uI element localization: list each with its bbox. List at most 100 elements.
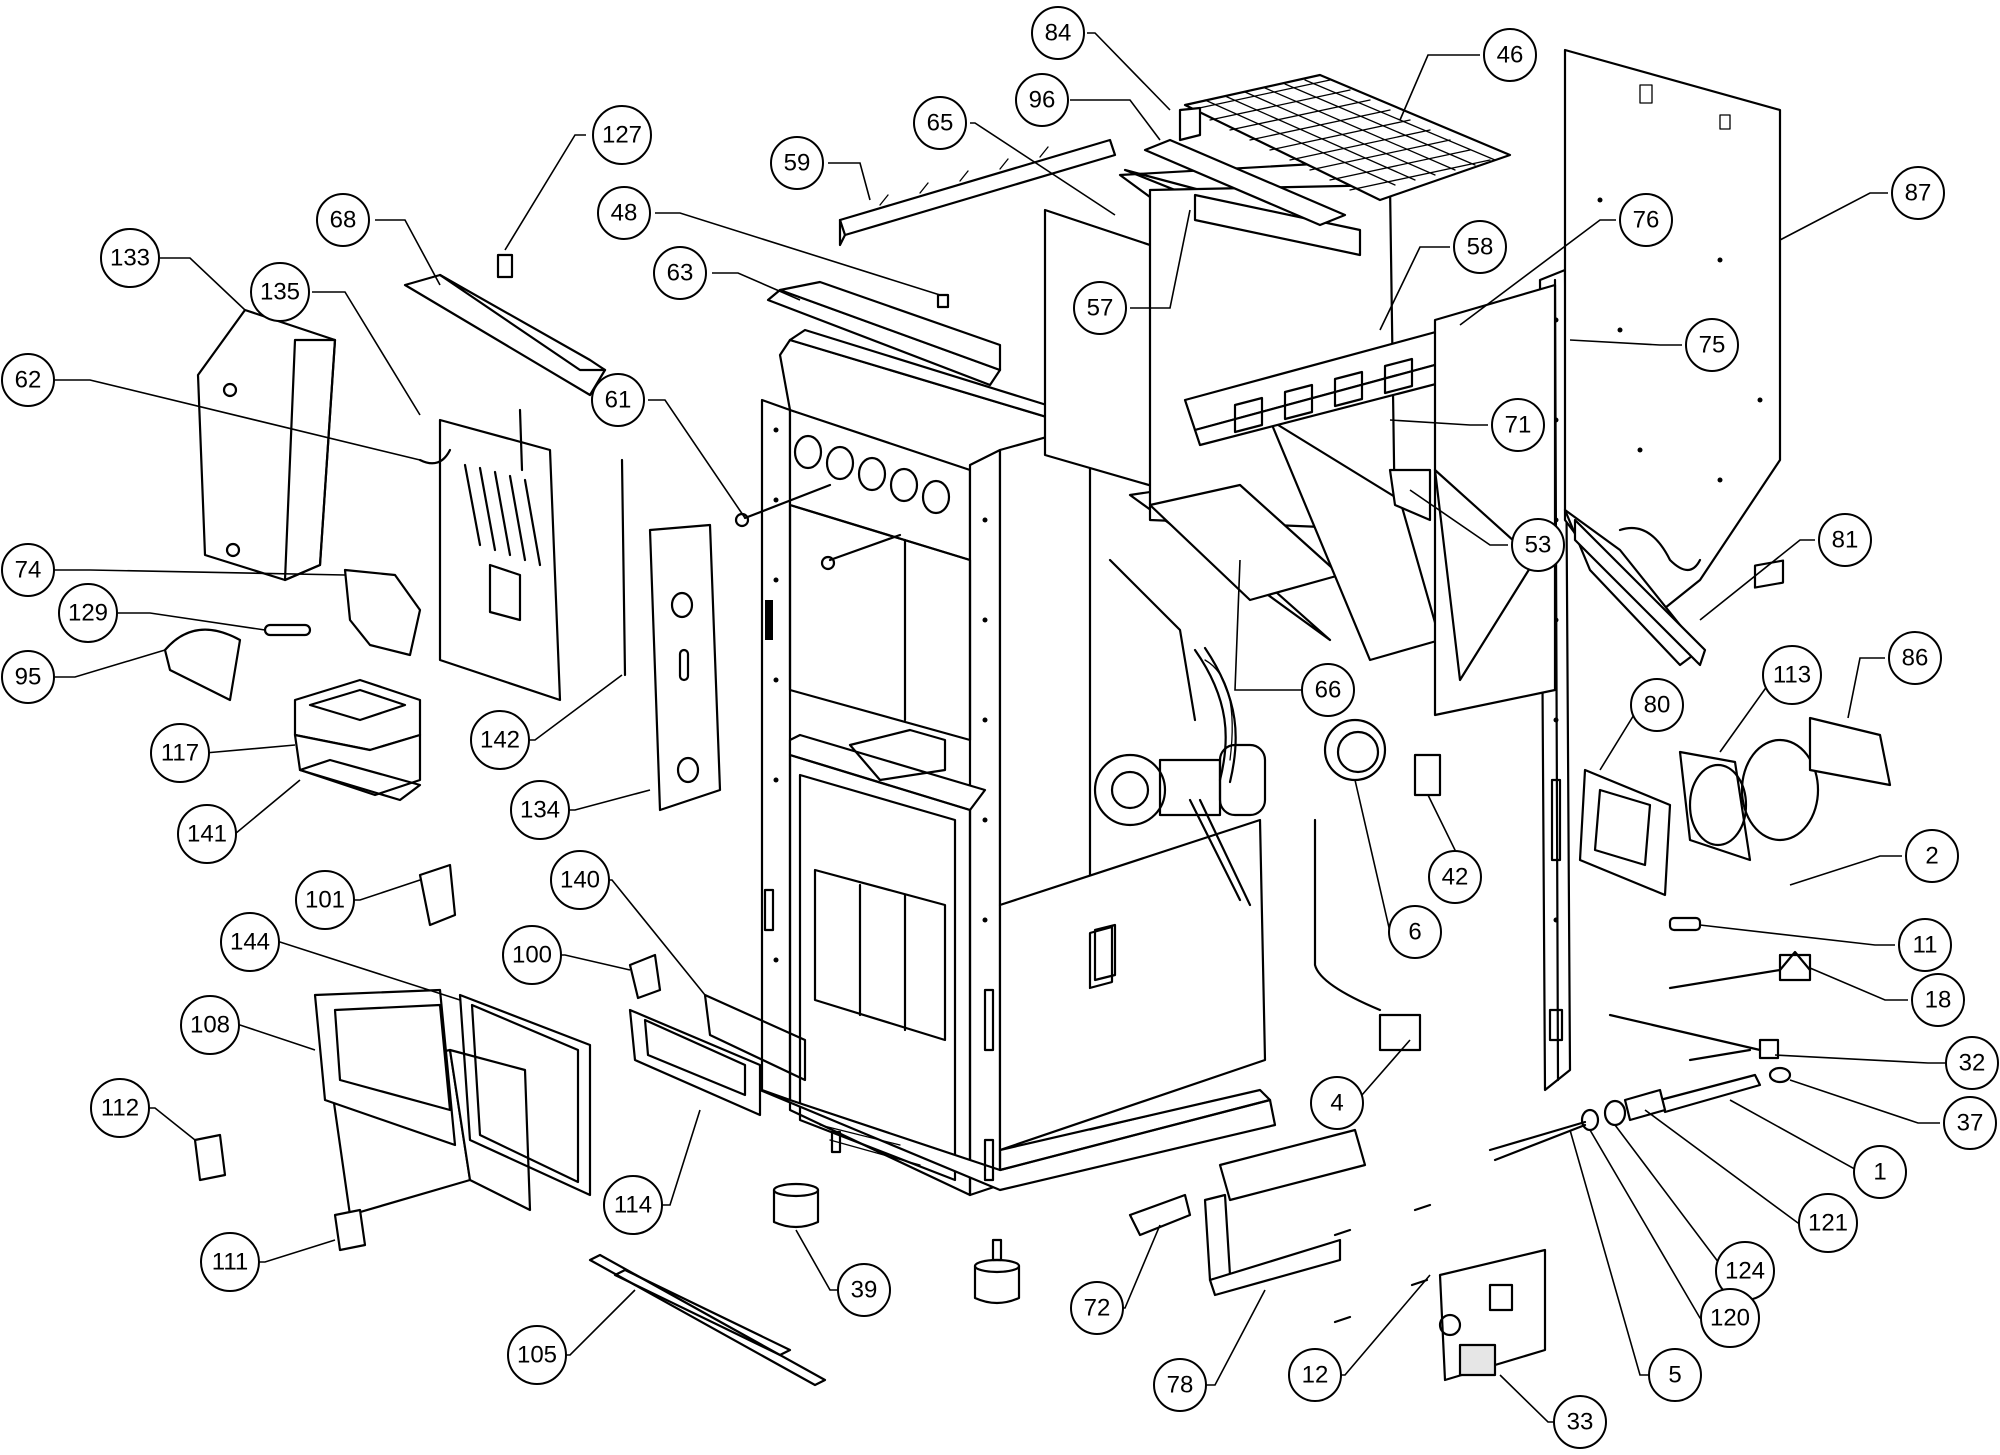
callout-bubble — [507, 1325, 567, 1385]
grate-46 — [1183, 73, 1512, 202]
callout-bubble — [295, 870, 355, 930]
callout-label: 39 — [851, 1277, 878, 1304]
callout-label: 135 — [260, 279, 300, 306]
callout-127: 127 — [592, 105, 652, 165]
callout-87: 87 — [1891, 166, 1945, 220]
callout-95: 95 — [1, 650, 55, 704]
callout-bubble — [1428, 850, 1482, 904]
callout-bubble — [1762, 645, 1822, 705]
callout-2: 2 — [1905, 829, 1959, 883]
callout-105: 105 — [507, 1325, 567, 1385]
callout-68: 68 — [316, 193, 370, 247]
callout-label: 61 — [605, 387, 632, 414]
callout-108: 108 — [180, 995, 240, 1055]
callout-75: 75 — [1685, 318, 1739, 372]
callout-84: 84 — [1031, 6, 1085, 60]
callout-label: 144 — [230, 929, 270, 956]
callout-label: 2 — [1925, 843, 1938, 870]
callout-bubble — [592, 105, 652, 165]
clip-62 — [418, 448, 452, 465]
callout-bubble — [1073, 281, 1127, 335]
fitting-124 — [1603, 1099, 1627, 1127]
callout-bubble — [316, 193, 370, 247]
callout-bubble — [220, 912, 280, 972]
bracket-81 — [1573, 518, 1707, 667]
callout-12: 12 — [1288, 1348, 1342, 1402]
callout-bubble — [1891, 166, 1945, 220]
callout-bubble — [1619, 193, 1673, 247]
callout-141: 141 — [177, 804, 237, 864]
callout-124: 124 — [1715, 1241, 1775, 1301]
callout-label: 84 — [1045, 20, 1072, 47]
rods-61 — [734, 483, 902, 571]
door-134 — [648, 523, 722, 812]
callout-bubble — [180, 995, 240, 1055]
heat-exchanger-panels — [1043, 158, 1442, 662]
callout-bubble — [1511, 518, 1565, 572]
callout-72: 72 — [1070, 1281, 1124, 1335]
callout-113: 113 — [1762, 645, 1822, 705]
callout-label: 12 — [1302, 1362, 1329, 1389]
callout-bubble — [1888, 631, 1942, 685]
callout-label: 127 — [602, 122, 642, 149]
bracket-53 — [1388, 468, 1432, 522]
callout-bubble — [1388, 905, 1442, 959]
bracket-101 — [418, 863, 457, 927]
callout-bubble — [502, 925, 562, 985]
callout-65: 65 — [913, 96, 967, 150]
callout-label: 1 — [1873, 1159, 1886, 1186]
callout-label: 46 — [1497, 42, 1524, 69]
cap-37 — [1768, 1066, 1792, 1084]
callout-bubble — [1905, 829, 1959, 883]
callout-bubble — [603, 1175, 663, 1235]
callout-bubble — [1911, 973, 1965, 1027]
callout-bubble — [1031, 6, 1085, 60]
plug-127 — [496, 253, 514, 279]
rod-142 — [620, 458, 627, 677]
callout-bubble — [1853, 1145, 1907, 1199]
callout-bubble — [1, 650, 55, 704]
callout-label: 111 — [212, 1249, 248, 1276]
callout-label: 72 — [1084, 1295, 1111, 1322]
callout-86: 86 — [1888, 631, 1942, 685]
callout-48: 48 — [597, 186, 651, 240]
callout-label: 48 — [611, 200, 638, 227]
callout-120: 120 — [1700, 1288, 1760, 1348]
callout-bubble — [1453, 220, 1507, 274]
callout-5: 5 — [1648, 1348, 1702, 1402]
top-plate-63 — [766, 280, 1002, 387]
callout-bubble — [1648, 1348, 1702, 1402]
callout-label: 74 — [15, 557, 42, 584]
callout-label: 80 — [1644, 692, 1671, 719]
callout-33: 33 — [1553, 1395, 1607, 1449]
callout-label: 114 — [614, 1192, 652, 1219]
callout-label: 124 — [1725, 1258, 1765, 1285]
rail-105 — [588, 1253, 827, 1387]
callout-121: 121 — [1798, 1193, 1858, 1253]
callout-bubble — [1491, 398, 1545, 452]
spring-121 — [1623, 1088, 1667, 1122]
clip-112 — [193, 1133, 227, 1182]
callout-label: 11 — [1913, 932, 1938, 959]
callout-label: 100 — [512, 942, 552, 969]
callout-1: 1 — [1853, 1145, 1907, 1199]
callout-label: 63 — [667, 260, 694, 287]
bracket-59 — [838, 138, 1117, 247]
callout-114: 114 — [603, 1175, 663, 1235]
callout-bubble — [1798, 1193, 1858, 1253]
callout-100: 100 — [502, 925, 562, 985]
gasket-144 — [458, 993, 592, 1197]
callout-label: 58 — [1467, 234, 1494, 261]
callout-label: 113 — [1773, 662, 1811, 689]
callout-label: 120 — [1710, 1305, 1750, 1332]
callout-bubble — [1070, 1281, 1124, 1335]
callout-bubble — [1288, 1348, 1342, 1402]
callout-18: 18 — [1911, 973, 1965, 1027]
pressure-switch-6 — [1323, 718, 1387, 782]
callout-label: 68 — [330, 207, 357, 234]
callout-bubble — [837, 1263, 891, 1317]
callout-144: 144 — [220, 912, 280, 972]
handle-140 — [703, 993, 807, 1082]
callout-bubble — [1153, 1358, 1207, 1412]
